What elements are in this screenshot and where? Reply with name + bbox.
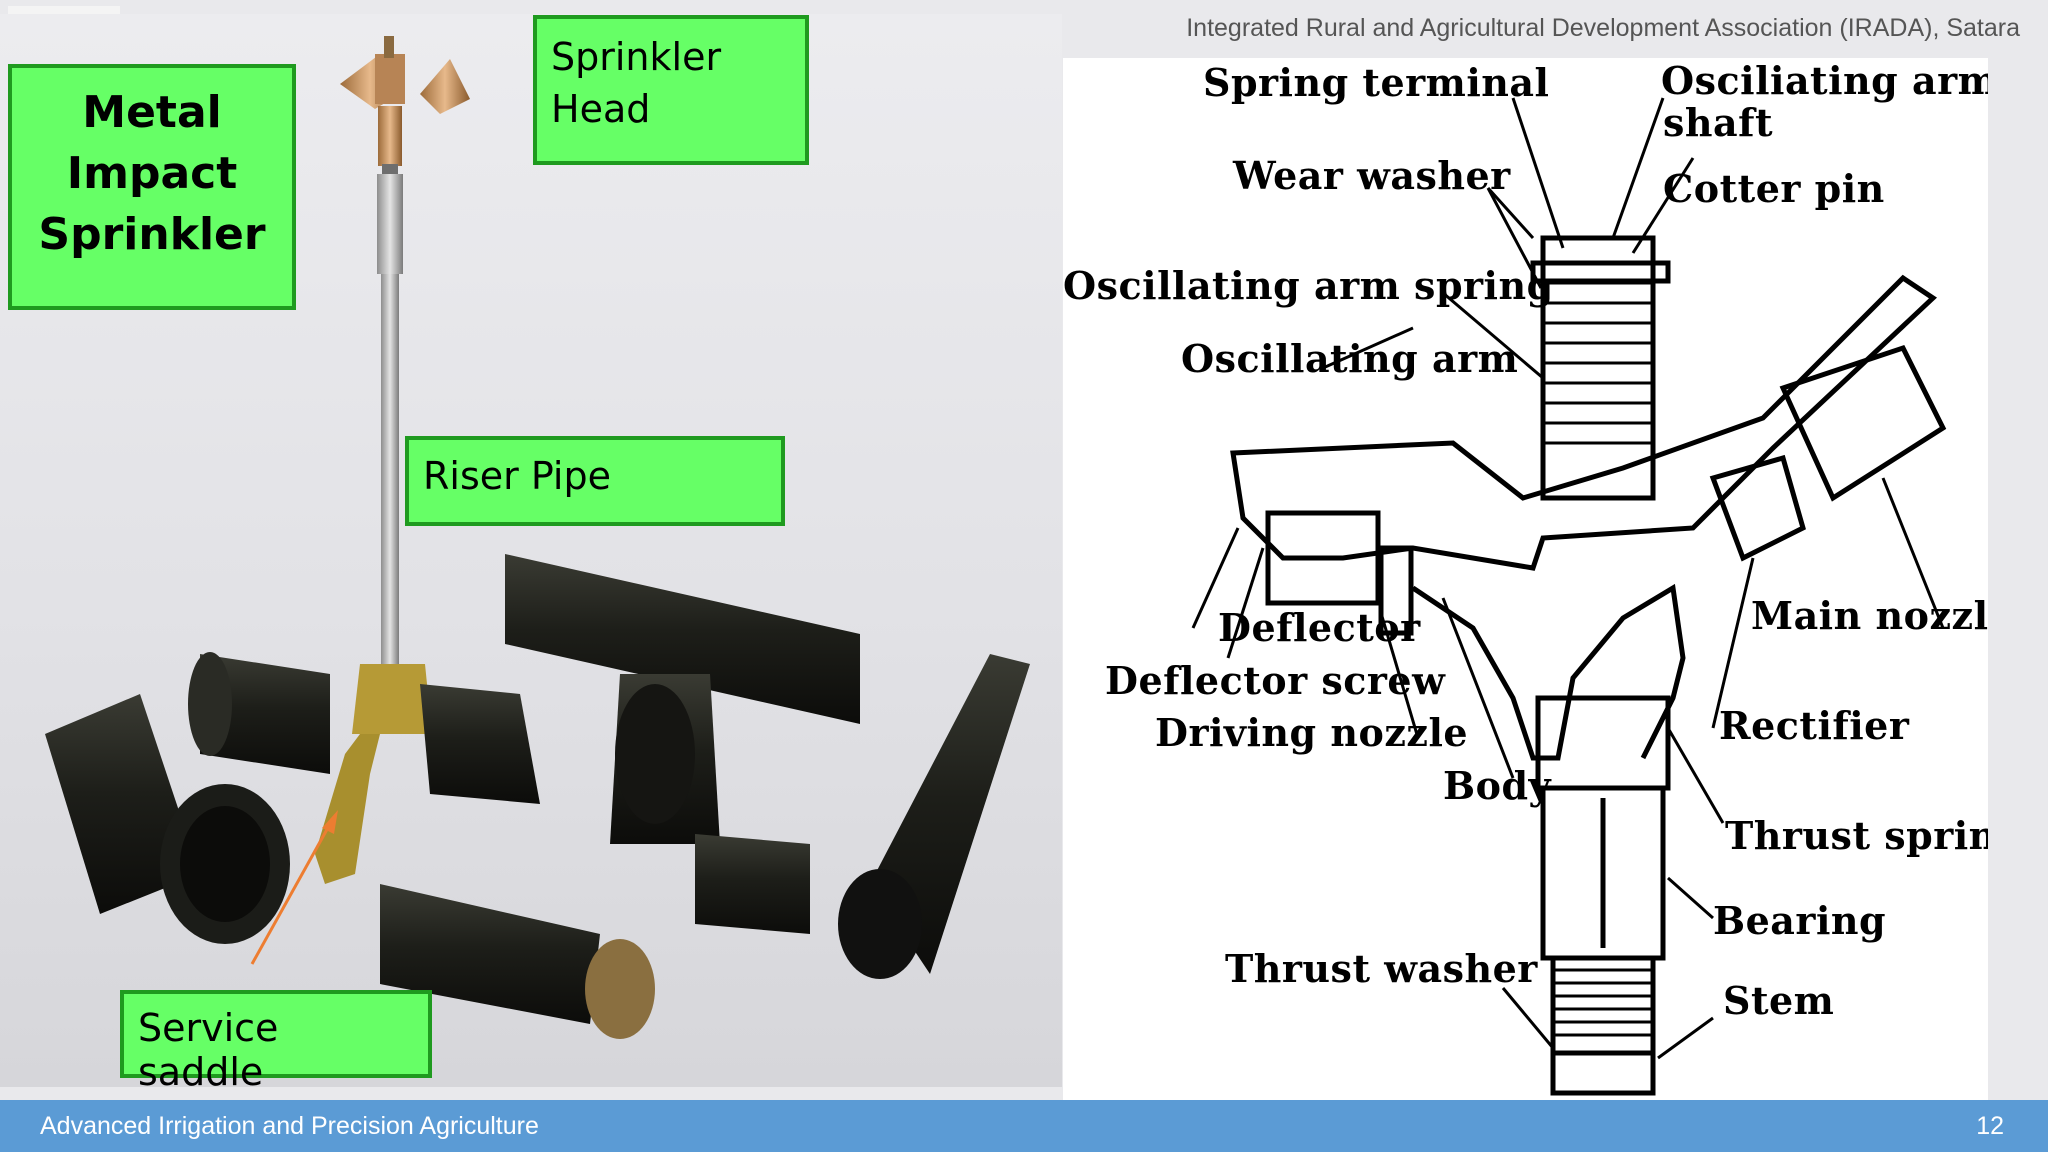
thrust-spring-label: Thrust spring: [1725, 813, 1988, 858]
rectifier-label: Rectifier: [1719, 703, 1910, 748]
sprinkler-head-line-1: Sprinkler: [551, 35, 722, 79]
title-line-1: Metal: [82, 87, 222, 138]
sprinkler-head-label: Sprinkler Head: [533, 15, 809, 165]
oscillating-arm-shaft-label-1: Osciliating arm: [1661, 58, 1988, 103]
metal-impact-sprinkler-title: Metal Impact Sprinkler: [8, 64, 296, 310]
main-nozzle-label: Main nozzle: [1751, 593, 1988, 638]
oscillating-arm-shaft-label-2: shaft: [1663, 100, 1774, 145]
sprinkler-head-line-2: Head: [551, 87, 651, 131]
sprinkler-parts-diagram: Spring terminal Osciliating arm shaft We…: [1063, 58, 1988, 1100]
service-saddle-label: Service saddle: [120, 990, 432, 1094]
deflector-label: Deflector: [1218, 605, 1421, 650]
stem-label: Stem: [1723, 978, 1835, 1023]
oscillating-arm-label: Oscillating arm: [1181, 336, 1519, 381]
footer-bar: Advanced Irrigation and Precision Agricu…: [0, 1100, 2048, 1152]
slide-number: 12: [1976, 1112, 2004, 1140]
spring-terminal-label: Spring terminal: [1203, 60, 1550, 105]
cotter-pin-label: Cotter pin: [1663, 166, 1885, 211]
oscillating-arm-spring-label: Oscillating arm spring: [1063, 263, 1554, 308]
course-title: Advanced Irrigation and Precision Agricu…: [40, 1112, 539, 1140]
bearing-label: Bearing: [1713, 898, 1887, 943]
riser-pipe-label: Riser Pipe: [405, 436, 785, 526]
sprinkler-line-drawing: [1191, 97, 1947, 1096]
organization-header: Integrated Rural and Agricultural Develo…: [1186, 14, 2020, 42]
driving-nozzle-label: Driving nozzle: [1155, 710, 1469, 755]
sprinkler-kit-illustration: [45, 36, 1030, 1039]
thrust-washer-label: Thrust washer: [1225, 946, 1538, 991]
wear-washer-label: Wear washer: [1233, 153, 1511, 198]
body-label: Body: [1443, 763, 1552, 808]
title-line-3: Sprinkler: [38, 209, 266, 260]
title-line-2: Impact: [66, 148, 238, 199]
deflector-screw-label: Deflector screw: [1105, 658, 1446, 703]
